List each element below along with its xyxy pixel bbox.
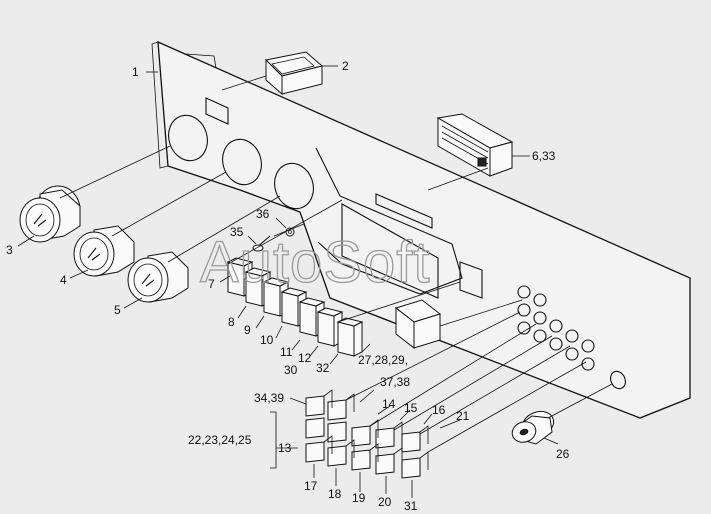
callout-17: 17	[304, 479, 318, 493]
callout-3: 3	[6, 243, 13, 257]
radio-unit	[436, 113, 514, 177]
projection-lines	[59, 75, 613, 453]
leader-lines	[17, 65, 559, 498]
callout-26: 26	[556, 447, 570, 461]
callout-27-29: 27,28,29,	[358, 353, 408, 367]
callout-35: 35	[230, 225, 244, 239]
cigarette-lighter	[511, 410, 555, 445]
callout-labels: 1 2 3 4 5 6,33 7 8 9 10 11 12 13 14 15 1…	[6, 59, 570, 513]
callout-14: 14	[382, 397, 396, 411]
callout-22-25: 22,23,24,25	[188, 433, 252, 447]
gauge-3	[19, 185, 81, 243]
callout-7: 7	[208, 277, 215, 291]
callout-13: 13	[278, 441, 292, 455]
gauge-5	[127, 251, 189, 303]
callout-21: 21	[456, 409, 470, 423]
callout-5: 5	[114, 303, 121, 317]
callout-20: 20	[378, 495, 392, 509]
gauge-4	[73, 225, 135, 277]
rocker-switch-row	[226, 257, 364, 357]
callout-11: 11	[280, 345, 293, 359]
callout-32: 32	[316, 361, 330, 375]
callout-1: 1	[132, 65, 139, 79]
instrument-panel	[151, 40, 691, 419]
callout-18: 18	[328, 487, 342, 501]
callout-34-39: 34,39	[254, 391, 284, 405]
callout-31: 31	[404, 499, 418, 513]
callout-30: 30	[284, 363, 298, 377]
callout-15: 15	[404, 401, 418, 415]
callout-8: 8	[228, 315, 235, 329]
callout-37-38: 37,38	[380, 375, 410, 389]
callout-19: 19	[352, 491, 366, 505]
callout-4: 4	[60, 273, 67, 287]
callout-6-33: 6,33	[532, 149, 556, 163]
callout-2: 2	[342, 59, 349, 73]
switch-holes	[517, 285, 595, 371]
callout-12: 12	[298, 351, 312, 365]
callout-36: 36	[256, 207, 270, 221]
callout-16: 16	[432, 403, 446, 417]
watermark: AutoSoft	[200, 230, 430, 295]
callout-9: 9	[244, 323, 251, 337]
small-switches	[305, 389, 429, 479]
relay-block	[394, 299, 442, 350]
callout-10: 10	[260, 333, 274, 347]
bracket-part	[264, 51, 324, 96]
